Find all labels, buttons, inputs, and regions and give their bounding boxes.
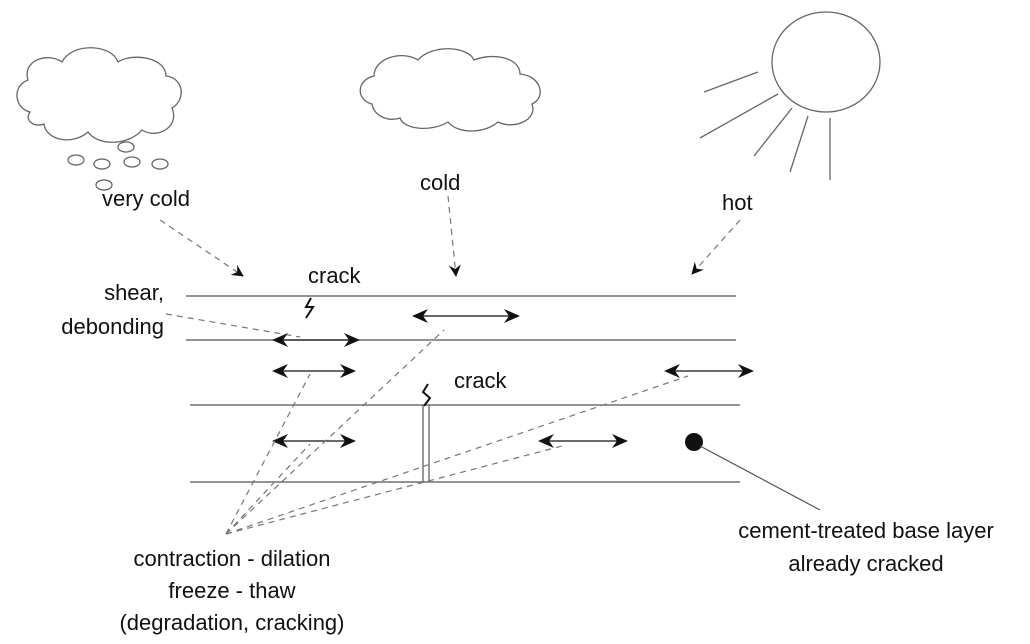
- cold-label: cold: [420, 170, 460, 195]
- very-cold-label: very cold: [102, 186, 190, 211]
- cloud-icon: [359, 48, 541, 132]
- base-layer-pointer: [699, 445, 821, 511]
- cold-arrow: [447, 195, 461, 277]
- very-cold-arrow: [159, 219, 244, 277]
- bottom-label-line1: contraction - dilation: [134, 546, 331, 571]
- crack-mid-label: crack: [454, 368, 508, 393]
- sun-icon: [699, 11, 881, 180]
- base-label-line2: already cracked: [788, 551, 943, 576]
- vertical-crack: [422, 405, 430, 482]
- bottom-label-line2: freeze - thaw: [168, 578, 295, 603]
- bottom-label-line3: (degradation, cracking): [119, 610, 344, 635]
- crack-icon: [421, 383, 432, 407]
- fan-lines: [225, 329, 689, 535]
- pavement-layers: [186, 295, 740, 483]
- crack-icon: [304, 297, 315, 319]
- hot-label: hot: [722, 190, 753, 215]
- hot-arrow: [691, 219, 741, 275]
- shear-label-line2: debonding: [61, 314, 164, 339]
- shear-label-line1: shear,: [104, 280, 164, 305]
- rain-cloud-icon: [16, 47, 182, 191]
- base-label-line1: cement-treated base layer: [738, 518, 994, 543]
- shear-pointer-line: [165, 313, 301, 338]
- base-layer-dot: [685, 433, 703, 451]
- crack-top-label: crack: [308, 263, 362, 288]
